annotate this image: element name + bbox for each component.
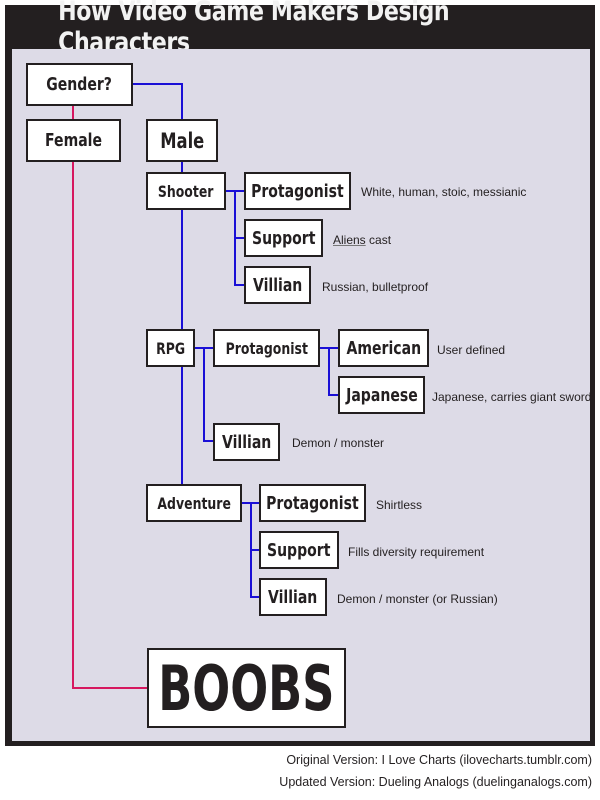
note-adventure-support: Fills diversity requirement bbox=[348, 545, 485, 559]
adventure-to-villian-line bbox=[250, 550, 260, 598]
footer-original-credit: Original Version: I Love Charts (ilovech… bbox=[286, 753, 592, 767]
node-shooter-protagonist: Protagonist bbox=[244, 172, 351, 210]
node-shooter: Shooter bbox=[146, 172, 226, 210]
node-adventure-protagonist: Protagonist bbox=[259, 484, 366, 522]
node-rpg-american: American bbox=[338, 329, 429, 367]
node-adventure-villian: Villian bbox=[259, 578, 327, 616]
node-boobs: BOOBS bbox=[147, 648, 346, 728]
node-adventure-support: Support bbox=[259, 531, 339, 569]
note-rpg-villian: Demon / monster bbox=[292, 436, 385, 450]
node-shooter-support: Support bbox=[244, 219, 323, 257]
shooter-to-villian-line bbox=[234, 238, 245, 286]
node-female: Female bbox=[26, 119, 121, 162]
note-adventure-villian: Demon / monster (or Russian) bbox=[337, 592, 498, 606]
aliens-underlined-text: Aliens bbox=[333, 233, 366, 247]
note-shooter-support: Aliens cast bbox=[333, 233, 392, 247]
rpg-to-villian-line bbox=[203, 348, 214, 442]
chart-title: How Video Game Makers Design Characters bbox=[58, 0, 450, 58]
node-shooter-villian: Villian bbox=[244, 266, 311, 304]
rpg-protagonist-to-japanese-line bbox=[328, 348, 339, 396]
note-rpg-american: User defined bbox=[437, 343, 506, 357]
male-connectors bbox=[133, 83, 339, 598]
diagram-panel bbox=[12, 49, 590, 741]
female-connectors bbox=[72, 106, 148, 689]
node-adventure: Adventure bbox=[146, 484, 242, 522]
note-adventure-protagonist: Shirtless bbox=[376, 498, 423, 512]
note-shooter-protagonist: White, human, stoic, messianic bbox=[361, 185, 527, 199]
note-shooter-villian: Russian, bulletproof bbox=[322, 280, 429, 294]
chart-frame: How Video Game Makers Design Characters bbox=[5, 0, 595, 746]
node-rpg-japanese: Japanese bbox=[338, 376, 425, 414]
node-male: Male bbox=[146, 119, 218, 162]
node-rpg: RPG bbox=[146, 329, 195, 367]
note-rpg-japanese: Japanese, carries giant sword bbox=[432, 390, 592, 404]
footer-updated-credit: Updated Version: Dueling Analogs (duelin… bbox=[279, 775, 592, 789]
node-gender: Gender? bbox=[26, 63, 133, 106]
node-rpg-protagonist: Protagonist bbox=[213, 329, 320, 367]
gender-to-male-line bbox=[133, 83, 183, 120]
node-rpg-villian: Villian bbox=[213, 423, 280, 461]
female-to-boobs-line bbox=[72, 161, 148, 689]
